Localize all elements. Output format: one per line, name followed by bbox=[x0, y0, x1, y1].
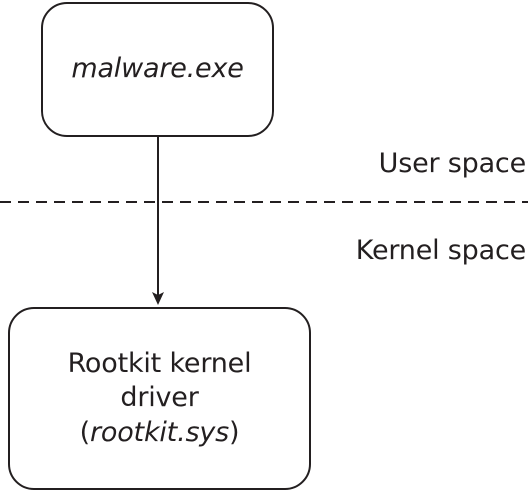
rootkit-label-line-2: driver bbox=[120, 382, 199, 414]
rootkit-label-line-1: Rootkit kernel bbox=[67, 348, 252, 380]
malware-exe-node: malware.exe bbox=[41, 2, 274, 137]
rootkit-driver-node: Rootkit kernel driver (rootkit.sys) bbox=[8, 307, 311, 490]
rootkit-label-line-3: (rootkit.sys) bbox=[68, 416, 252, 450]
rootkit-paren-close: ) bbox=[228, 416, 240, 448]
rootkit-driver-label: Rootkit kernel driver (rootkit.sys) bbox=[68, 347, 252, 450]
kernel-space-label: Kernel space bbox=[355, 235, 526, 266]
rootkit-sys-filename: rootkit.sys bbox=[90, 416, 229, 448]
arrowhead-icon bbox=[152, 292, 164, 305]
rootkit-paren-open: ( bbox=[79, 416, 91, 448]
malware-exe-label: malware.exe bbox=[71, 53, 244, 85]
user-space-label: User space bbox=[378, 148, 527, 179]
